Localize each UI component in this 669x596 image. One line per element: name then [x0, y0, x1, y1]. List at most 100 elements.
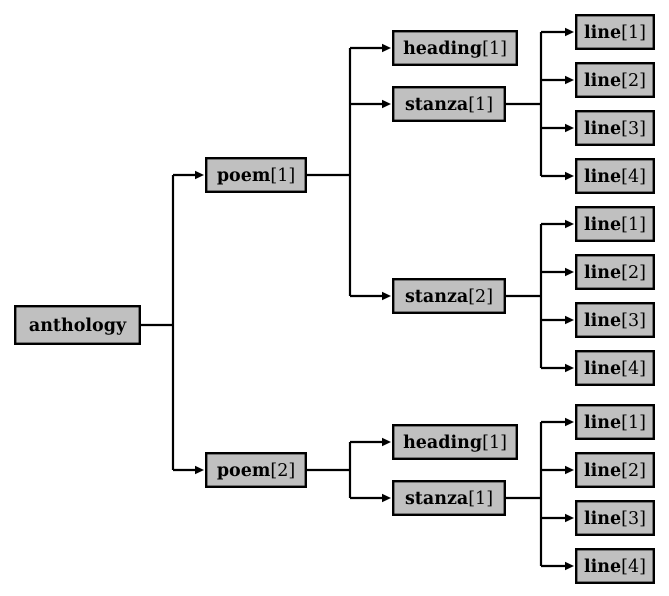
edge-group-from-poem1 [307, 43, 391, 301]
tree-node-s12_line1[interactable]: line[1] [575, 205, 656, 242]
node-name-text: line [584, 23, 621, 43]
tree-node-s12_line4[interactable]: line[4] [575, 350, 656, 387]
node-label: poem[1] [217, 166, 295, 186]
tree-node-poem2[interactable]: poem[2] [204, 452, 307, 489]
node-index-text: [2] [621, 263, 646, 283]
node-box[interactable] [392, 85, 507, 122]
tree-node-poem1[interactable]: poem[1] [204, 156, 307, 193]
node-name-text: line [584, 71, 621, 91]
node-box[interactable] [575, 157, 656, 194]
node-name-text: line [584, 167, 621, 187]
edge-group-from-p2_stanza1 [506, 417, 574, 571]
node-box[interactable] [392, 30, 519, 66]
node-index-text: [2] [621, 461, 646, 481]
tree-node-s21_line1[interactable]: line[1] [575, 404, 656, 441]
arrow-head-icon [565, 75, 574, 85]
node-name-text: line [584, 119, 621, 139]
node-label: poem[2] [217, 461, 295, 481]
tree-node-s12_line3[interactable]: line[3] [575, 302, 656, 339]
node-box[interactable] [575, 13, 656, 50]
node-name-text: line [584, 557, 621, 577]
node-index-text: [1] [621, 23, 646, 43]
node-name-text: line [584, 461, 621, 481]
node-label: line[2] [584, 71, 646, 91]
node-box[interactable] [575, 548, 656, 585]
arrow-head-icon [565, 561, 574, 571]
arrow-head-icon [195, 465, 204, 475]
node-index-text: [1] [621, 215, 646, 235]
tree-node-s11_line4[interactable]: line[4] [575, 157, 656, 194]
node-name-text: anthology [29, 316, 127, 336]
arrow-head-icon [565, 315, 574, 325]
node-index-text: [4] [621, 557, 646, 577]
tree-node-s12_line2[interactable]: line[2] [575, 253, 656, 290]
tree-node-s11_line3[interactable]: line[3] [575, 109, 656, 146]
tree-node-anthology[interactable]: anthology [13, 305, 141, 346]
node-name-text: heading [403, 39, 482, 59]
node-label: line[3] [584, 119, 646, 139]
node-layer: anthologypoem[1]poem[2]heading[1]stanza[… [13, 13, 656, 585]
node-box[interactable] [575, 109, 656, 146]
arrow-head-icon [382, 99, 391, 109]
arrow-head-icon [565, 27, 574, 37]
node-name-text: line [584, 509, 621, 529]
node-box[interactable] [13, 305, 141, 346]
node-index-text: [3] [621, 119, 646, 139]
node-box[interactable] [575, 205, 656, 242]
node-box[interactable] [575, 302, 656, 339]
node-box[interactable] [392, 480, 507, 517]
arrow-head-icon [382, 493, 391, 503]
node-name-text: poem [217, 166, 271, 186]
node-label: line[1] [584, 23, 646, 43]
arrow-head-icon [382, 291, 391, 301]
node-box[interactable] [575, 500, 656, 537]
tree-node-p1_heading1[interactable]: heading[1] [392, 30, 519, 66]
tree-node-s21_line4[interactable]: line[4] [575, 548, 656, 585]
tree-node-s21_line2[interactable]: line[2] [575, 452, 656, 489]
node-index-text: [2] [621, 71, 646, 91]
node-label: line[2] [584, 461, 646, 481]
node-name-text: stanza [405, 95, 468, 115]
node-index-text: [1] [621, 413, 646, 433]
node-name-text: line [584, 311, 621, 331]
node-box[interactable] [575, 404, 656, 441]
edge-group-from-p1_stanza2 [506, 219, 574, 373]
node-box[interactable] [392, 424, 519, 461]
node-index-text: [1] [468, 489, 493, 509]
node-label: line[2] [584, 263, 646, 283]
node-box[interactable] [575, 253, 656, 290]
node-box[interactable] [204, 452, 307, 489]
node-index-text: [1] [270, 166, 295, 186]
tree-node-p1_stanza2[interactable]: stanza[2] [392, 278, 507, 315]
node-box[interactable] [575, 62, 656, 98]
arrow-head-icon [195, 170, 204, 180]
node-index-text: [2] [468, 287, 493, 307]
node-box[interactable] [575, 452, 656, 489]
node-label: line[3] [584, 509, 646, 529]
node-name-text: line [584, 359, 621, 379]
arrow-head-icon [565, 123, 574, 133]
node-name-text: poem [217, 461, 271, 481]
node-label: line[4] [584, 557, 646, 577]
node-box[interactable] [392, 278, 507, 315]
node-box[interactable] [575, 350, 656, 387]
node-label: stanza[1] [405, 489, 493, 509]
node-name-text: stanza [405, 489, 468, 509]
edge-group-from-p1_stanza1 [506, 27, 574, 181]
node-label: stanza[1] [405, 95, 493, 115]
tree-node-p1_stanza1[interactable]: stanza[1] [392, 85, 507, 122]
arrow-head-icon [565, 465, 574, 475]
node-name-text: line [584, 413, 621, 433]
node-label: line[4] [584, 359, 646, 379]
tree-node-s11_line2[interactable]: line[2] [575, 62, 656, 98]
node-index-text: [1] [482, 433, 507, 453]
tree-node-p2_stanza1[interactable]: stanza[1] [392, 480, 507, 517]
node-index-text: [4] [621, 167, 646, 187]
tree-node-p2_heading1[interactable]: heading[1] [392, 424, 519, 461]
tree-node-s21_line3[interactable]: line[3] [575, 500, 656, 537]
node-name-text: heading [403, 433, 482, 453]
node-box[interactable] [204, 156, 307, 193]
tree-node-s11_line1[interactable]: line[1] [575, 13, 656, 50]
